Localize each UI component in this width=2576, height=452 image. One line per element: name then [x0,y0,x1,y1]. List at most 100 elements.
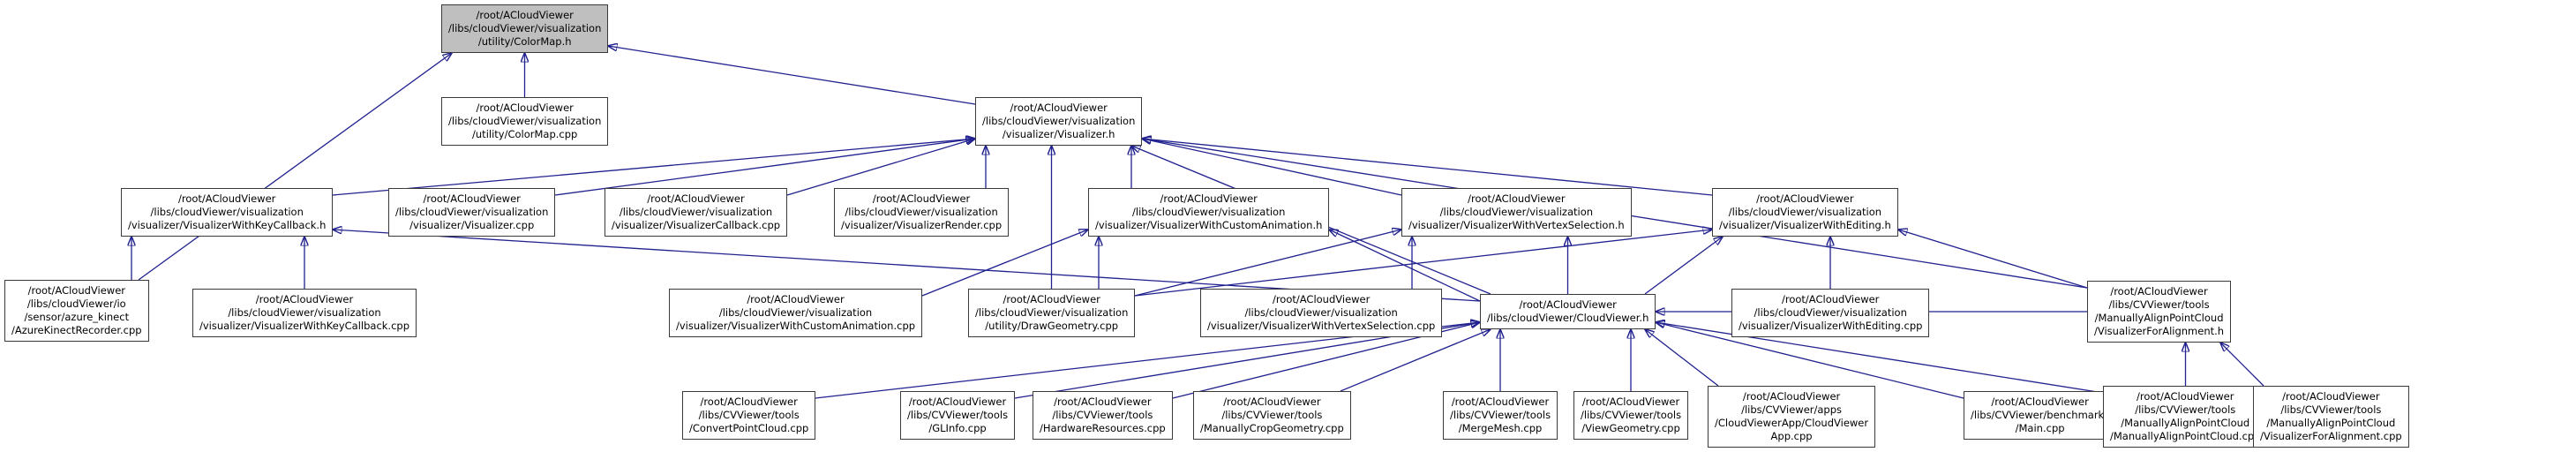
node-label-line: /root/ACloudViewer [872,192,971,205]
node-label-line: /visualizer/VisualizerRender.cpp [841,219,1003,231]
node-label-line: /libs/CVViewer/tools [2108,298,2210,311]
node-label-line: /visualizer/VisualizerWithKeyCallback.h [128,219,327,231]
graph-node-drawgeometry-cpp[interactable]: /root/ACloudViewer/libs/cloudViewer/visu… [968,289,1136,337]
graph-node-visualizer-cpp[interactable]: /root/ACloudViewer/libs/cloudViewer/visu… [388,188,556,237]
node-label-line: /utility/ColorMap.cpp [472,128,578,140]
node-label-line: /root/ACloudViewer [1223,396,1321,408]
graph-node-visualizercallback-cpp[interactable]: /root/ACloudViewer/libs/cloudViewer/visu… [605,188,788,237]
node-label-line: /visualizer/VisualizerWithEditing.h [1719,219,1891,231]
graph-node-visualizerwithvertexselection-h[interactable]: /root/ACloudViewer/libs/cloudViewer/visu… [1401,188,1632,237]
node-label-line: /root/ACloudViewer [647,192,745,205]
node-label-line: /libs/CVViewer/tools [1052,409,1153,421]
node-label-line: /root/ACloudViewer [1054,396,1152,408]
graph-node-visualizer-h[interactable]: /root/ACloudViewer/libs/cloudViewer/visu… [975,97,1143,146]
node-label-line: /AzureKinectRecorder.cpp [11,324,142,336]
graph-node-viewgeometry-cpp[interactable]: /root/ACloudViewer/libs/CVViewer/tools/V… [1573,391,1689,440]
node-label-line: /root/ACloudViewer [1991,396,2089,408]
node-label-line: /root/ACloudViewer [1519,298,1617,311]
node-label-line: /root/ACloudViewer [1160,192,1258,205]
graph-node-colormap-cpp[interactable]: /root/ACloudViewer/libs/cloudViewer/visu… [441,97,609,146]
graph-node-visualizerrender-cpp[interactable]: /root/ACloudViewer/libs/cloudViewer/visu… [834,188,1010,237]
dependency-edge [2220,343,2264,387]
node-label-line: /root/ACloudViewer [1468,192,1566,205]
node-label-line: /root/ACloudViewer [1756,192,1854,205]
node-label-line: /libs/cloudViewer/visualization [982,115,1136,127]
node-label-line: /libs/CVViewer/benchmarks [1971,409,2110,421]
graph-node-visualizerwithediting-h[interactable]: /root/ACloudViewer/libs/cloudViewer/visu… [1712,188,1898,237]
graph-node-visualizerforalignment-h[interactable]: /root/ACloudViewer/libs/CVViewer/tools/M… [2087,281,2232,343]
graph-node-visualizerforalignment-cpp[interactable]: /root/ACloudViewer/libs/CVViewer/tools/M… [2253,386,2409,448]
dependency-edge [786,139,975,196]
node-label-line: /ManuallyAlignPointCloud [2094,312,2224,324]
node-label-line: /root/ACloudViewer [255,293,354,305]
graph-node-glinfo-cpp[interactable]: /root/ACloudViewer/libs/CVViewer/tools/G… [900,391,1016,440]
node-label-line: /CloudViewerApp/CloudViewer [1715,417,1869,429]
node-label-line: /libs/CVViewer/tools [2135,403,2236,416]
node-label-line: /libs/cloudViewer/visualization [1728,206,1882,218]
node-label-line: /libs/cloudViewer/visualization [975,306,1129,319]
dependency-edge [554,139,975,196]
node-label-line: /ManuallyAlignPointCloud [2266,417,2396,429]
node-label-line: /ConvertPointCloud.cpp [689,422,809,434]
graph-node-convertpointcloud-cpp[interactable]: /root/ACloudViewer/libs/CVViewer/tools/C… [682,391,816,440]
node-label-line: /libs/cloudViewer/visualization [1439,206,1594,218]
graph-node-manuallyalignpointcloud-cpp[interactable]: /root/ACloudViewer/libs/CVViewer/tools/M… [2103,386,2268,448]
node-label-line: App.cpp [1770,430,1813,442]
graph-node-hardwareresources-cpp[interactable]: /root/ACloudViewer/libs/CVViewer/tools/H… [1033,391,1173,440]
graph-node-azurekinectrecorder-cpp[interactable]: /root/ACloudViewer/libs/cloudViewer/io/s… [4,280,149,342]
node-label-line: /root/ACloudViewer [2110,285,2208,298]
node-label-line: /HardwareResources.cpp [1040,422,1166,434]
dependency-edge [1645,329,1719,387]
graph-node-cloudviewerapp-cpp[interactable]: /root/ACloudViewer/libs/CVViewer/apps/Cl… [1708,386,1876,448]
node-label-line: /visualizer/VisualizerWithKeyCallback.cp… [199,320,410,332]
node-label-line: /root/ACloudViewer [2137,390,2234,403]
graph-node-manuallycropgeometry-cpp[interactable]: /root/ACloudViewer/libs/CVViewer/tools/M… [1193,391,1351,440]
graph-node-visualizerwithcustomanimation-h[interactable]: /root/ACloudViewer/libs/cloudViewer/visu… [1088,188,1330,237]
node-label-line: /ManuallyAlignPointCloud [2121,417,2250,429]
graph-node-colormap-h[interactable]: /root/ACloudViewer/libs/cloudViewer/visu… [441,4,609,53]
node-label-line: /libs/cloudViewer/visualization [718,306,873,319]
node-label-line: /Main.cpp [2015,422,2065,434]
node-label-line: /libs/cloudViewer/visualization [1244,306,1398,319]
node-label-line: /root/ACloudViewer [747,293,845,305]
node-label-line: /libs/CVViewer/tools [907,409,1009,421]
graph-node-mergemesh-cpp[interactable]: /root/ACloudViewer/libs/CVViewer/tools/M… [1443,391,1558,440]
node-label-line: /root/ACloudViewer [423,192,521,205]
dependency-edge [1644,237,1723,295]
node-label-line: /root/ACloudViewer [1003,293,1100,305]
dependency-edge [1340,329,1491,392]
dependency-edge [1134,230,1712,297]
node-label-line: /root/ACloudViewer [1010,102,1108,114]
node-label-line: /libs/cloudViewer/visualization [619,206,773,218]
node-label-line: /visualizer/VisualizerWithCustomAnimatio… [676,320,916,332]
dependency-edge [921,230,1088,297]
node-label-line: /libs/cloudViewer/visualization [395,206,549,218]
node-label-line: /libs/cloudViewer/visualization [228,306,381,319]
graph-node-visualizerwithkeycallback-h[interactable]: /root/ACloudViewer/libs/cloudViewer/visu… [121,188,334,237]
dependency-edge [1898,230,2088,289]
node-label-line: /libs/cloudViewer/visualization [150,206,304,218]
graph-node-visualizerwithediting-cpp[interactable]: /root/ACloudViewer/libs/cloudViewer/visu… [1731,289,1930,337]
dependency-edge [332,139,975,196]
node-label-line: /root/ACloudViewer [27,284,126,297]
node-label-line: /ViewGeometry.cpp [1581,422,1680,434]
node-label-line: /visualizer/VisualizerCallback.cpp [612,219,781,231]
graph-node-visualizerwithvertexselection-cpp[interactable]: /root/ACloudViewer/libs/cloudViewer/visu… [1200,289,1443,337]
node-label-line: /ManuallyAlignPointCloud.cpp [2110,430,2261,442]
node-label-line: /libs/CVViewer/tools [2280,403,2382,416]
dependency-edge [1134,230,1401,297]
node-label-line: /root/ACloudViewer [2282,390,2380,403]
node-label-line: /utility/ColorMap.h [477,35,572,48]
graph-node-visualizerwithcustomanimation-cpp[interactable]: /root/ACloudViewer/libs/cloudViewer/visu… [669,289,923,337]
node-label-line: /root/ACloudViewer [1272,293,1371,305]
dependency-edge [608,46,976,105]
node-label-line: /GLInfo.cpp [928,422,987,434]
node-label-line: /visualizer/VisualizerWithVertexSelectio… [1408,219,1625,231]
graph-node-cloudviewer-h[interactable]: /root/ACloudViewer/libs/cloudViewer/Clou… [1480,294,1656,329]
graph-node-visualizerwithkeycallback-cpp[interactable]: /root/ACloudViewer/libs/cloudViewer/visu… [192,289,417,337]
node-label-line: /libs/CVViewer/tools [1221,409,1323,421]
node-label-line: /visualizer/VisualizerWithVertexSelectio… [1207,320,1436,332]
graph-node-benchmarks-main-cpp[interactable]: /root/ACloudViewer/libs/CVViewer/benchma… [1964,391,2117,440]
